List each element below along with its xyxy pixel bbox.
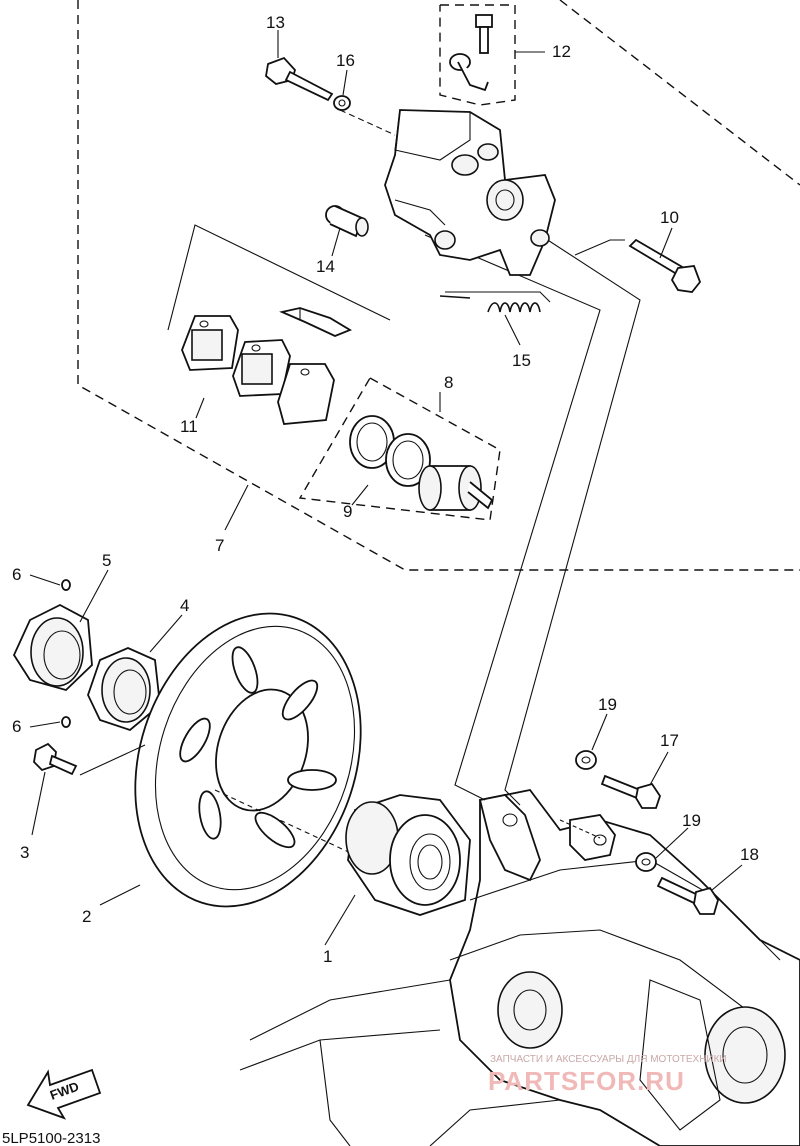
bolt-13 — [265, 56, 396, 136]
callout-3: 3 — [20, 843, 29, 862]
callout-leaders — [29, 30, 743, 946]
watermark-line1: ЗАПЧАСТИ И АКСЕССУАРЫ ДЛЯ МОТОТЕХНИКИ — [490, 1054, 727, 1065]
caliper-body — [384, 109, 556, 276]
fwd-arrow[interactable] — [26, 1068, 102, 1120]
bolt-10 — [628, 238, 702, 293]
callout-13: 13 — [266, 13, 285, 32]
callout-5: 5 — [102, 551, 111, 570]
mount-bolts — [559, 750, 719, 915]
callout-11: 11 — [180, 417, 198, 436]
callout-6a: 6 — [12, 565, 21, 584]
callout-9: 9 — [343, 502, 352, 521]
callout-16: 16 — [336, 51, 355, 70]
callout-2: 2 — [82, 907, 91, 926]
callout-6b: 6 — [12, 717, 21, 736]
bleed-screw — [449, 14, 493, 92]
callouts: 1 2 3 4 5 6 6 7 8 9 10 11 12 13 14 15 16… — [12, 13, 759, 966]
pad-support — [279, 307, 353, 337]
callout-17: 17 — [660, 731, 679, 750]
callout-8: 8 — [444, 373, 453, 392]
hub — [345, 794, 471, 916]
mount-leader-lines — [424, 234, 641, 806]
callout-14: 14 — [316, 257, 335, 276]
callout-19b: 19 — [682, 811, 701, 830]
diagram-code: 5LP5100-2313 — [2, 1130, 100, 1146]
callout-18: 18 — [740, 845, 759, 864]
callout-15: 15 — [512, 351, 531, 370]
piston-kit — [298, 377, 501, 521]
axle-nuts — [12, 579, 161, 732]
callout-4: 4 — [180, 596, 189, 615]
callout-19a: 19 — [598, 695, 617, 714]
brake-pads — [167, 224, 391, 425]
pin-14 — [325, 205, 369, 238]
brake-disc — [134, 612, 362, 908]
bolt-3 — [33, 742, 78, 776]
spring-15 — [439, 291, 551, 313]
callout-7: 7 — [215, 536, 224, 555]
caliper-assembly-outline — [77, 0, 800, 571]
watermark-line2: PARTSFOR.RU — [488, 1066, 685, 1096]
callout-10: 10 — [660, 208, 679, 227]
swingarm — [239, 789, 800, 1146]
callout-12: 12 — [552, 42, 571, 61]
callout-1: 1 — [323, 947, 332, 966]
